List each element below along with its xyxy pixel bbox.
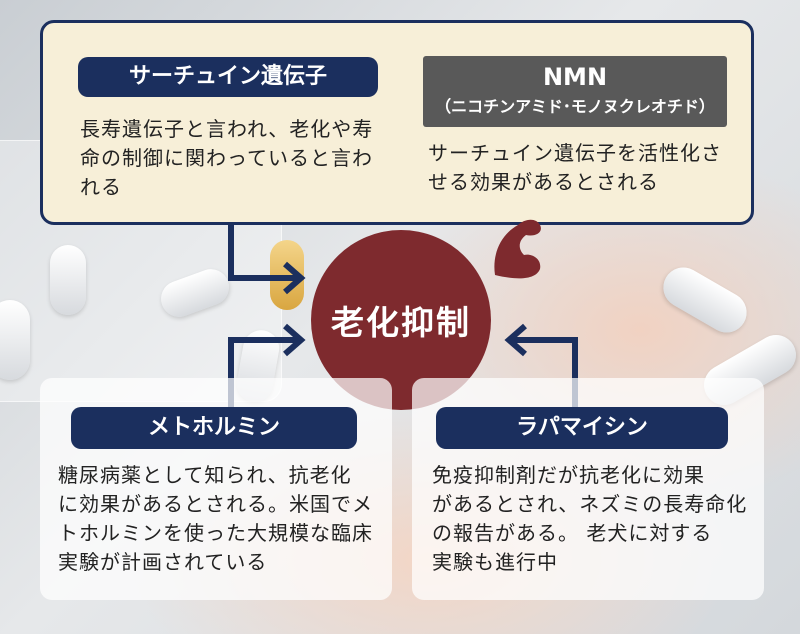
flexed-arm-icon <box>494 219 541 279</box>
metformin-heading: メトホルミン <box>71 407 357 449</box>
text-line: 命の制御に関わっていると言わ <box>80 146 373 170</box>
text-line: 免疫抑制剤だが抗老化に効果 <box>432 463 705 487</box>
pill-white <box>0 300 30 380</box>
text-line: があるとされ、ネズミの長寿命化 <box>432 492 748 516</box>
text-line: せる効果があるとされる <box>428 170 659 194</box>
rapamycin-description: 免疫抑制剤だが抗老化に効果 があるとされ、ネズミの長寿命化 の報告がある。 老犬… <box>432 461 762 577</box>
sirtuin-description: 長寿遺伝子と言われ、老化や寿 命の制御に関わっていると言わ れる <box>80 115 410 202</box>
text-line: 糖尿病薬として知られ、抗老化 <box>58 463 352 487</box>
text-line: サーチュイン遺伝子を活性化さ <box>428 141 722 165</box>
nmn-subtitle: （ニコチンアミド･モノヌクレオチド） <box>435 97 715 116</box>
text-line: 実験も進行中 <box>432 550 558 574</box>
text-line: に効果があるとされる。米国でメ <box>58 492 373 516</box>
text-line: れる <box>80 175 122 199</box>
rapamycin-heading: ラパマイシン <box>436 407 728 449</box>
text-line: 長寿遺伝子と言われ、老化や寿 <box>80 117 374 141</box>
text-line: 実験が計画されている <box>58 550 268 574</box>
nmn-title: NMN <box>542 63 608 91</box>
text-line: トホルミンを使った大規模な臨床 <box>58 521 373 545</box>
text-line: の報告がある。 老犬に対する <box>432 521 713 545</box>
arrow-sirtuin-to-center <box>228 225 306 295</box>
aging-suppression-label: 老化抑制 <box>331 303 471 342</box>
metformin-description: 糖尿病薬として知られ、抗老化 に効果があるとされる。米国でメ トホルミンを使った… <box>58 461 388 577</box>
nmn-description: サーチュイン遺伝子を活性化さ せる効果があるとされる <box>428 139 748 197</box>
sirtuin-heading: サーチュイン遺伝子 <box>78 57 378 97</box>
pill-white <box>50 245 86 315</box>
nmn-heading: NMN （ニコチンアミド･モノヌクレオチド） <box>423 56 727 127</box>
